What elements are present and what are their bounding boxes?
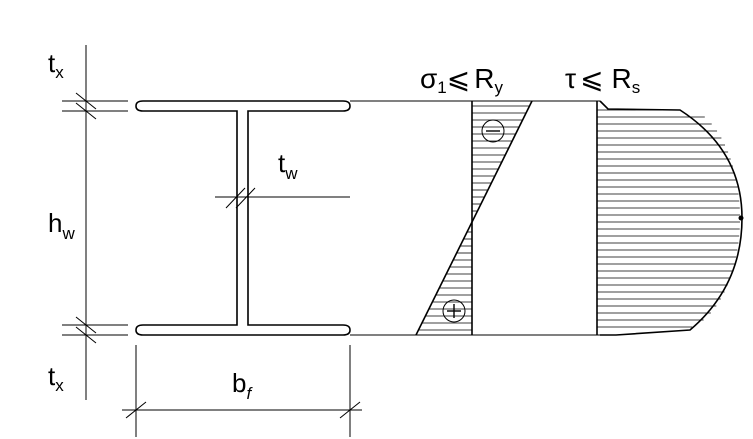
normal-stress-diagram xyxy=(415,100,533,336)
web-height-label: hw xyxy=(48,208,75,243)
minus-circle xyxy=(481,119,505,143)
tau-hatching xyxy=(597,109,740,328)
web-tick-2 xyxy=(235,187,256,209)
tick-bottom-1 xyxy=(75,316,97,334)
top-flange-thickness-label: tx xyxy=(48,48,64,82)
max-shear-point xyxy=(738,215,744,221)
tau-distribution-curve xyxy=(599,100,743,336)
plus-circle xyxy=(442,299,466,323)
tick-top-2 xyxy=(75,102,97,120)
tick-bottom-2 xyxy=(75,326,97,344)
web-tick-1 xyxy=(225,187,246,209)
web-thickness-label: tw xyxy=(278,148,298,183)
width-tick-right xyxy=(339,401,361,419)
width-tick-left xyxy=(125,401,147,419)
flange-width-label: bf xyxy=(232,368,253,403)
bottom-flange-thickness-label: tx xyxy=(48,361,64,395)
shear-stress-diagram xyxy=(596,100,744,336)
tick-top-1 xyxy=(75,92,97,110)
tau-condition-label: τ⩽Rs xyxy=(565,63,640,97)
i-beam-section xyxy=(135,100,351,336)
sigma-distribution-line xyxy=(415,100,533,336)
sigma-condition-label: σ1⩽Ry xyxy=(420,63,503,97)
